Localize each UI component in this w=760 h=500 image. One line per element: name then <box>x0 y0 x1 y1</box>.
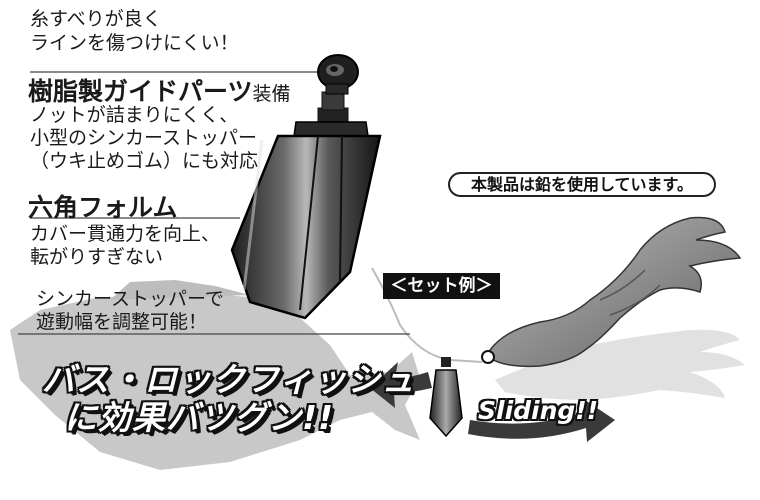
feature-1-line-2: ラインを傷つけにくい！ <box>30 32 239 54</box>
sliding-arrows-icon <box>370 362 615 442</box>
promo-line-1: バス・ロックフィッシュ <box>42 360 416 399</box>
feature-1-line-4: 小型のシンカーストッパー <box>30 127 258 149</box>
feature-1-heading-suffix: 装備 <box>252 83 291 105</box>
feature-1-line-1: 糸すべりが良く <box>30 8 162 30</box>
set-example-label: ＜セット例＞ <box>383 273 500 299</box>
sinker-large-icon <box>230 54 382 320</box>
feature-1-line-5: （ウキ止めゴム）にも対応 <box>30 150 259 172</box>
lead-notice-badge: 本製品は鉛を使用しています。 <box>448 172 716 197</box>
leader-lines <box>18 71 410 335</box>
feature-1-heading: 樹脂製ガイドパーツ装備 <box>28 78 291 108</box>
bass-silhouette-icon <box>10 280 420 470</box>
lure-faded-icon <box>495 329 745 400</box>
feature-3-line-1: シンカーストッパーで <box>36 288 224 310</box>
feature-2-line-1: カバー貫通力を向上、 <box>30 223 221 245</box>
feature-2-line-2: 転がりすぎない <box>30 246 164 268</box>
sinker-small-icon <box>429 357 463 438</box>
soft-lure-icon <box>481 216 742 368</box>
feature-3-line-2: 遊動幅を調整可能！ <box>36 311 208 333</box>
promo-line-2: に効果バツグン!! <box>64 398 335 437</box>
feature-2-heading: 六角フォルム <box>28 193 178 222</box>
sliding-label: Sliding!! <box>478 396 599 425</box>
feature-1-line-3: ノットが詰まりにくく、 <box>30 104 239 126</box>
feature-1-heading-main: 樹脂製ガイドパーツ <box>28 77 253 106</box>
